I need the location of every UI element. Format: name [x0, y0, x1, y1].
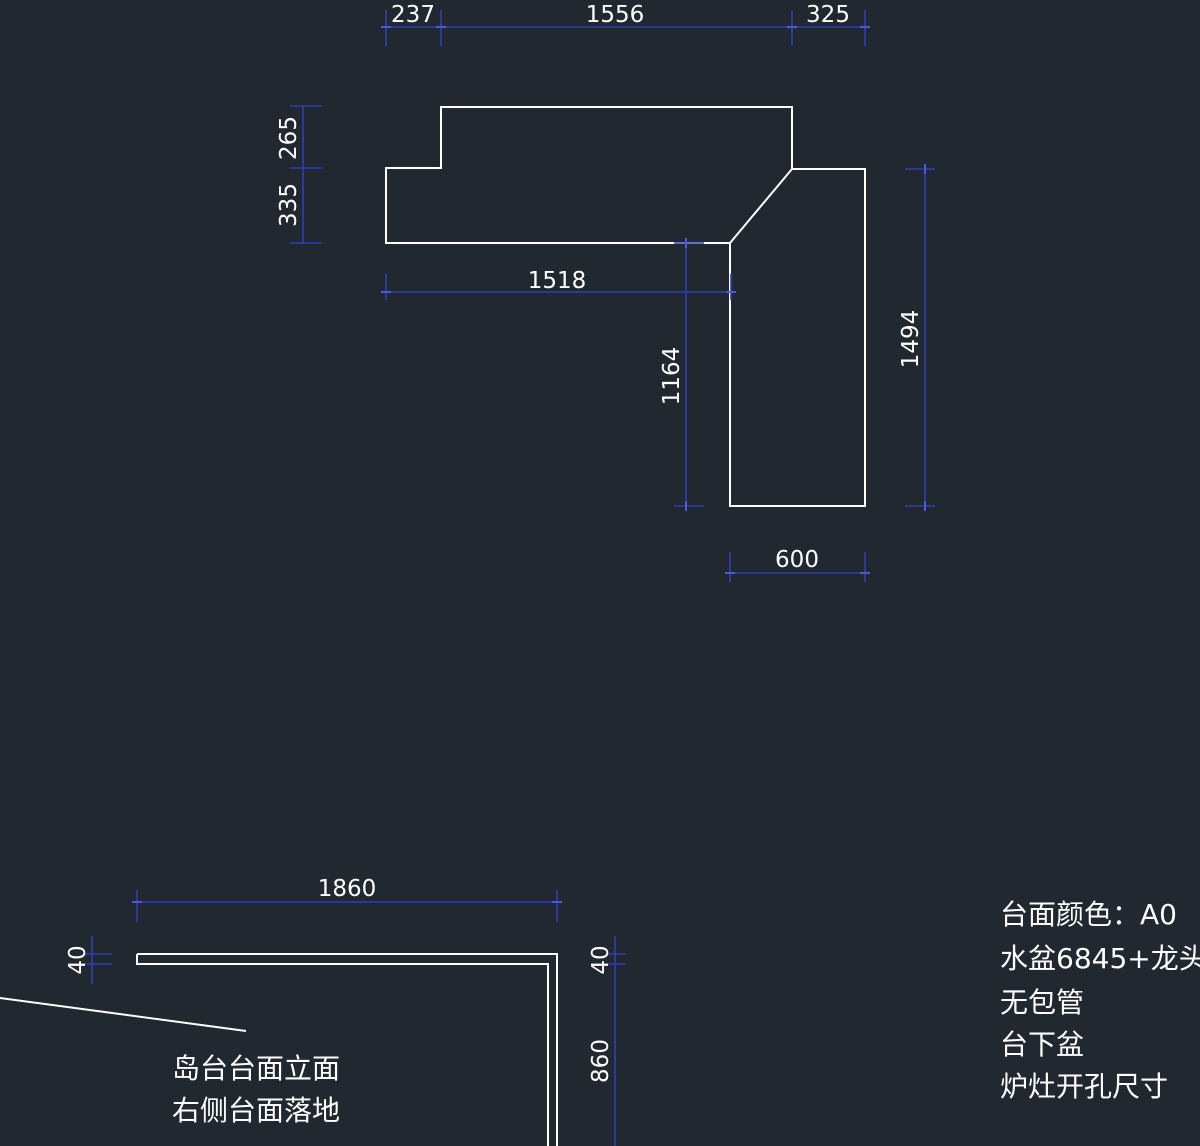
elevation-slab-inner — [136, 954, 549, 1146]
island-elevation-view — [0, 953, 558, 1146]
elevation-label-line-2: 右侧台面落地 — [172, 1094, 340, 1127]
note-countertop-color: 台面颜色：A0 — [1000, 898, 1177, 931]
right-height-dimension: 1494 — [898, 164, 935, 511]
dim-left-thickness: 40 — [65, 945, 91, 974]
elevation-length-dimension: 1860 — [132, 876, 562, 922]
leader-line — [0, 997, 247, 1032]
corner-bevel-line — [729, 168, 793, 244]
dim-top-left: 237 — [391, 2, 435, 28]
dim-top-mid: 1556 — [586, 2, 645, 28]
inner-width-dimension: 1518 — [381, 268, 736, 300]
note-undermount-sink: 台下盆 — [1000, 1028, 1084, 1061]
leg-width-dimension: 600 — [725, 547, 870, 582]
note-sink-faucet: 水盆6845+龙头 — [1000, 942, 1200, 975]
countertop-outline — [385, 106, 866, 507]
note-stove-cutout: 炉灶开孔尺寸 — [1000, 1070, 1168, 1103]
elevation-label-line-1: 岛台台面立面 — [172, 1052, 340, 1085]
inner-height-dimension: 1164 — [659, 238, 704, 511]
elevation-top-slab — [137, 953, 558, 1146]
left-dimension-chain: 265 335 — [276, 105, 322, 244]
spec-notes: 台面颜色：A0 水盆6845+龙头 无包管 台下盆 炉灶开孔尺寸 — [1000, 898, 1200, 1103]
dim-inner-height: 1164 — [659, 347, 685, 406]
dim-left-lower: 335 — [276, 183, 302, 227]
dim-inner-width: 1518 — [528, 268, 587, 294]
dim-top-right: 325 — [806, 2, 850, 28]
dim-leg-width: 600 — [775, 547, 819, 573]
elevation-label: 岛台台面立面 右侧台面落地 — [172, 1052, 340, 1127]
left-thickness-dimension: 40 — [65, 936, 112, 984]
countertop-plan-view — [385, 106, 866, 507]
dim-left-upper: 265 — [276, 116, 302, 160]
right-height-dimensions: 40 860 — [588, 936, 626, 1146]
top-dimension-chain: 237 1556 325 — [381, 2, 870, 46]
dim-elevation-length: 1860 — [318, 876, 377, 902]
dim-right-thickness: 40 — [588, 945, 614, 974]
dim-right-height: 1494 — [898, 310, 924, 369]
note-no-pipe-cover: 无包管 — [1000, 986, 1084, 1019]
dim-elevation-height: 860 — [588, 1039, 614, 1083]
